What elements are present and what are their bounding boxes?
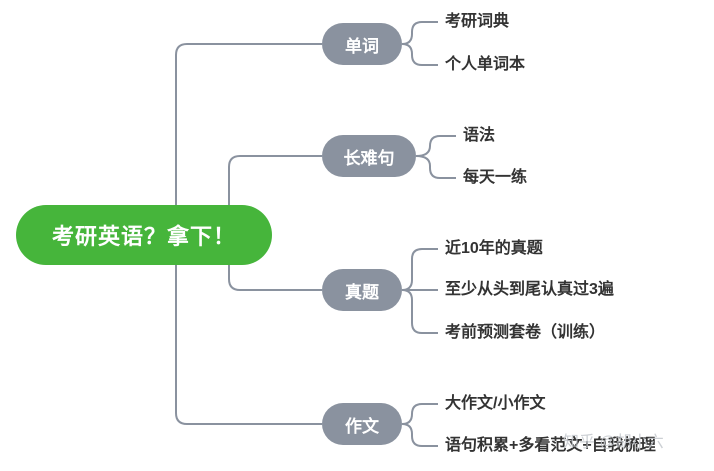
branch-node-changnanju[interactable]: 长难句 (322, 135, 416, 177)
leaf-geren-dancibeng[interactable]: 个人单词本 (445, 56, 526, 73)
connector-leaf (401, 403, 438, 425)
leaf-congtou-daowei[interactable]: 至少从头到尾认真过3遍 (445, 281, 614, 298)
connector-leaf (401, 248, 438, 291)
connector-leaf (415, 155, 456, 179)
branch-node-danci[interactable]: 单词 (322, 23, 402, 65)
connector-leaf (401, 289, 438, 334)
connector-root-zuowen (175, 265, 322, 425)
branch-node-zhenti[interactable]: 真题 (322, 269, 402, 311)
root-node[interactable]: 考研英语？拿下！ (16, 205, 272, 265)
branch-label: 单词 (345, 36, 379, 56)
connector-leaf (401, 21, 438, 45)
leaf-meitian-yilian[interactable]: 每天一练 (463, 169, 528, 186)
branch-label: 作文 (345, 416, 379, 436)
connector-leaf (415, 135, 456, 157)
connector-leaf (401, 43, 438, 66)
watermark: 知乎 @胡小六 (563, 434, 664, 451)
leaf-dazuowen-xiaozuowen[interactable]: 大作文/小作文 (445, 395, 546, 412)
branch-label: 真题 (345, 282, 379, 302)
leaf-kaoqian-yuce[interactable]: 考前预测套卷（训练） (445, 324, 606, 341)
leaf-kaoyan-cidian[interactable]: 考研词典 (445, 13, 510, 30)
leaf-jin10nian-zhenti[interactable]: 近10年的真题 (445, 240, 543, 257)
connector-root-changnanju (228, 155, 322, 205)
branch-label: 长难句 (343, 148, 395, 168)
root-label: 考研英语？拿下！ (51, 224, 236, 249)
leaf-yuju-jilei[interactable]: 语句积累+多看范文+自我梳理 (445, 437, 656, 454)
leaf-yufa[interactable]: 语法 (463, 127, 496, 144)
branch-node-zuowen[interactable]: 作文 (322, 403, 402, 445)
connector-root-zhenti (228, 265, 322, 291)
connector-root-single (175, 43, 322, 205)
connector-leaf (401, 423, 438, 447)
